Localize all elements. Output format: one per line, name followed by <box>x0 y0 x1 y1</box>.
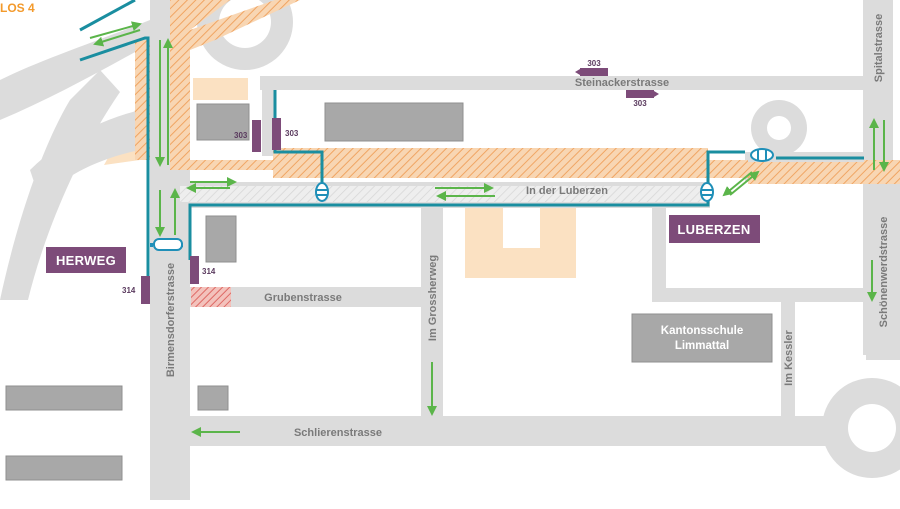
luberzen-label-box <box>669 215 760 243</box>
street-kessler: Im Kessler <box>783 329 795 385</box>
herweg-label-box <box>46 247 126 273</box>
school-label-line2: Limmattal <box>675 340 729 352</box>
street-schlieren: Schlierenstrasse <box>294 427 382 439</box>
bus-stop-markers <box>141 68 659 304</box>
stop-303-b: 303 <box>285 129 299 138</box>
street-schoenenwerd: Schönenwerdstrasse <box>878 217 890 328</box>
traffic-arrows <box>89 21 889 437</box>
street-birmensdorfer: Birmensdorferstrasse <box>165 263 177 377</box>
pedestrian-crossings <box>153 148 774 251</box>
street-luberzen: In der Luberzen <box>526 185 608 197</box>
project-label: LOS 4 <box>0 1 35 15</box>
buildings <box>5 102 773 481</box>
stop-303-a: 303 <box>234 131 248 140</box>
stop-303-d: 303 <box>633 99 647 108</box>
stop-303-c: 303 <box>587 59 601 68</box>
street-grossherweg: Im Grossherweg <box>427 255 439 341</box>
stop-314-a: 314 <box>122 286 136 295</box>
street-steinacker: Steinackerstrasse <box>575 77 669 89</box>
school-label-line1: Kantonsschule <box>661 325 743 337</box>
street-spital: Spitalstrasse <box>873 14 885 82</box>
construction-corridors <box>135 0 900 307</box>
area-label-luberzen: LUBERZEN <box>677 222 750 237</box>
stop-314-b: 314 <box>202 267 216 276</box>
street-gruben: Grubenstrasse <box>264 292 342 304</box>
area-label-herweg: HERWEG <box>56 253 116 268</box>
